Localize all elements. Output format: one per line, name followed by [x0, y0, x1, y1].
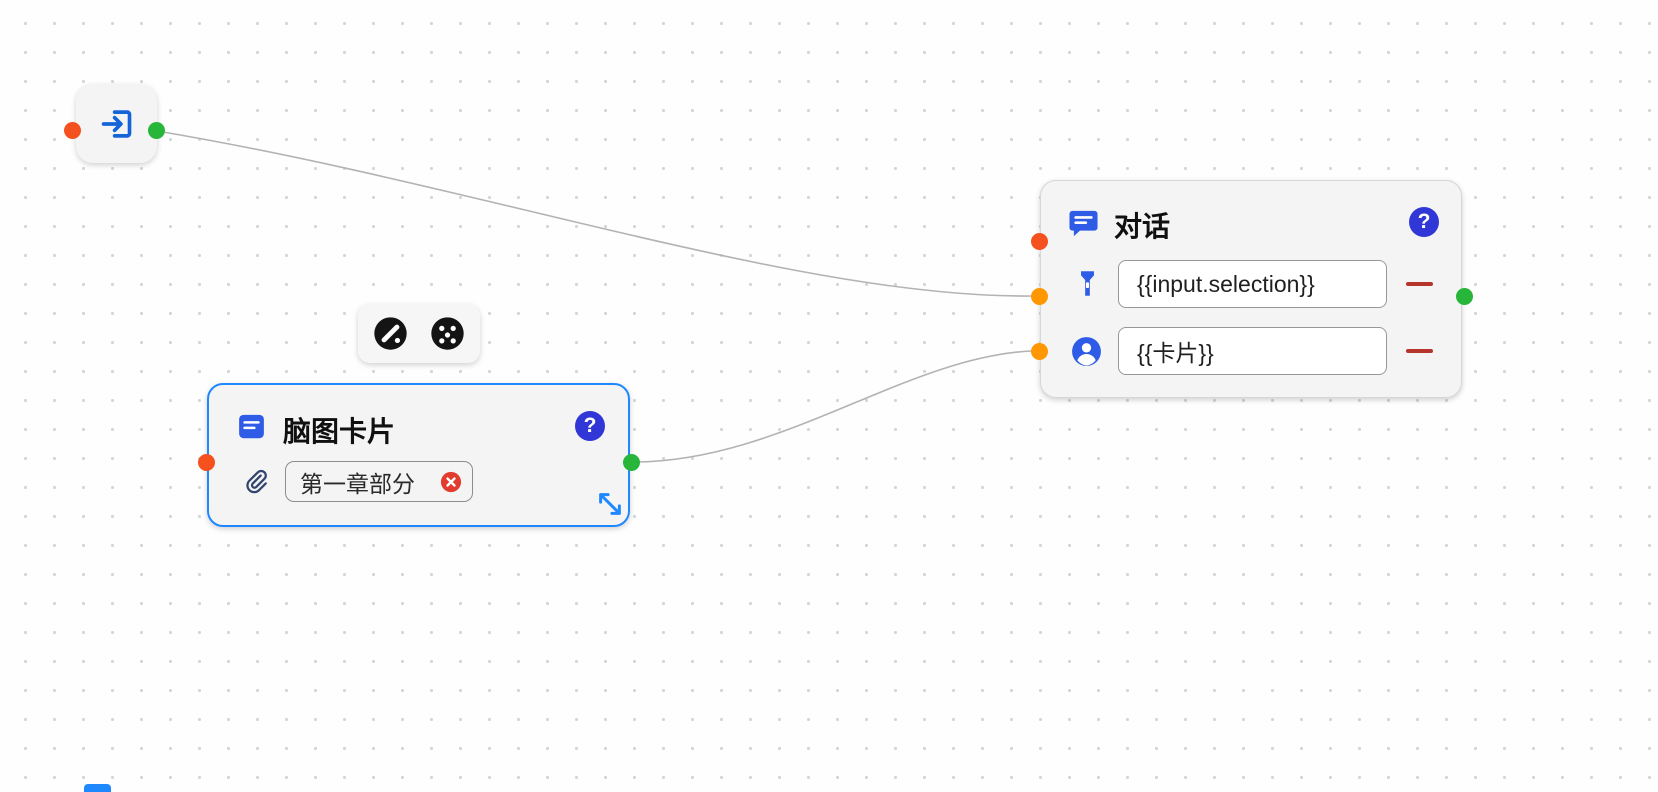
remove-prompt-row-button[interactable]	[1406, 278, 1433, 290]
dialog-node-in-port[interactable]	[1031, 233, 1048, 250]
dialog-node-title: 对话	[1114, 211, 1171, 242]
wire-input-to-dialog[interactable]	[156, 130, 1032, 297]
flashlight-icon	[1072, 268, 1103, 299]
mindmap-card-help-icon[interactable]: ?	[575, 411, 605, 441]
minus-icon	[1406, 348, 1433, 354]
resize-icon[interactable]	[595, 489, 625, 519]
remove-attachment-icon[interactable]	[440, 471, 462, 493]
input-node[interactable]	[76, 84, 157, 163]
minus-icon	[1406, 281, 1433, 287]
person-icon	[1070, 335, 1103, 368]
paperclip-icon	[241, 465, 271, 497]
mindmap-card-node[interactable]: 脑图卡片 ? 第一章部分	[207, 383, 630, 527]
input-node-out-port[interactable]	[148, 122, 165, 139]
dots-circle-icon[interactable]	[429, 315, 466, 352]
mindmap-card-in-port[interactable]	[198, 454, 215, 471]
attachment-chip[interactable]: 第一章部分	[285, 461, 473, 502]
card-icon	[235, 410, 268, 443]
remove-user-row-button[interactable]	[1406, 345, 1433, 357]
wire-card-to-dialog[interactable]	[630, 350, 1032, 463]
input-node-in-port[interactable]	[64, 122, 81, 139]
attachment-label: 第一章部分	[300, 470, 415, 497]
floating-toolbar	[358, 304, 480, 363]
partial-blue-element	[84, 784, 111, 792]
user-message-input[interactable]: {{卡片}}	[1118, 327, 1387, 375]
dialog-node-out-port[interactable]	[1456, 288, 1473, 305]
mindmap-card-out-port[interactable]	[623, 454, 640, 471]
enter-icon	[98, 105, 136, 143]
dialog-user-in-port[interactable]	[1031, 343, 1048, 360]
dialog-prompt-in-port[interactable]	[1031, 288, 1048, 305]
mindmap-card-title: 脑图卡片	[283, 416, 396, 447]
chat-icon	[1067, 207, 1100, 240]
prompt-input[interactable]: {{input.selection}}	[1118, 260, 1387, 308]
dialog-node-help-icon[interactable]: ?	[1409, 207, 1439, 237]
slash-circle-icon[interactable]	[372, 315, 409, 352]
dialog-node[interactable]: 对话 ? {{input.selection}} {{卡片}}	[1040, 180, 1462, 398]
